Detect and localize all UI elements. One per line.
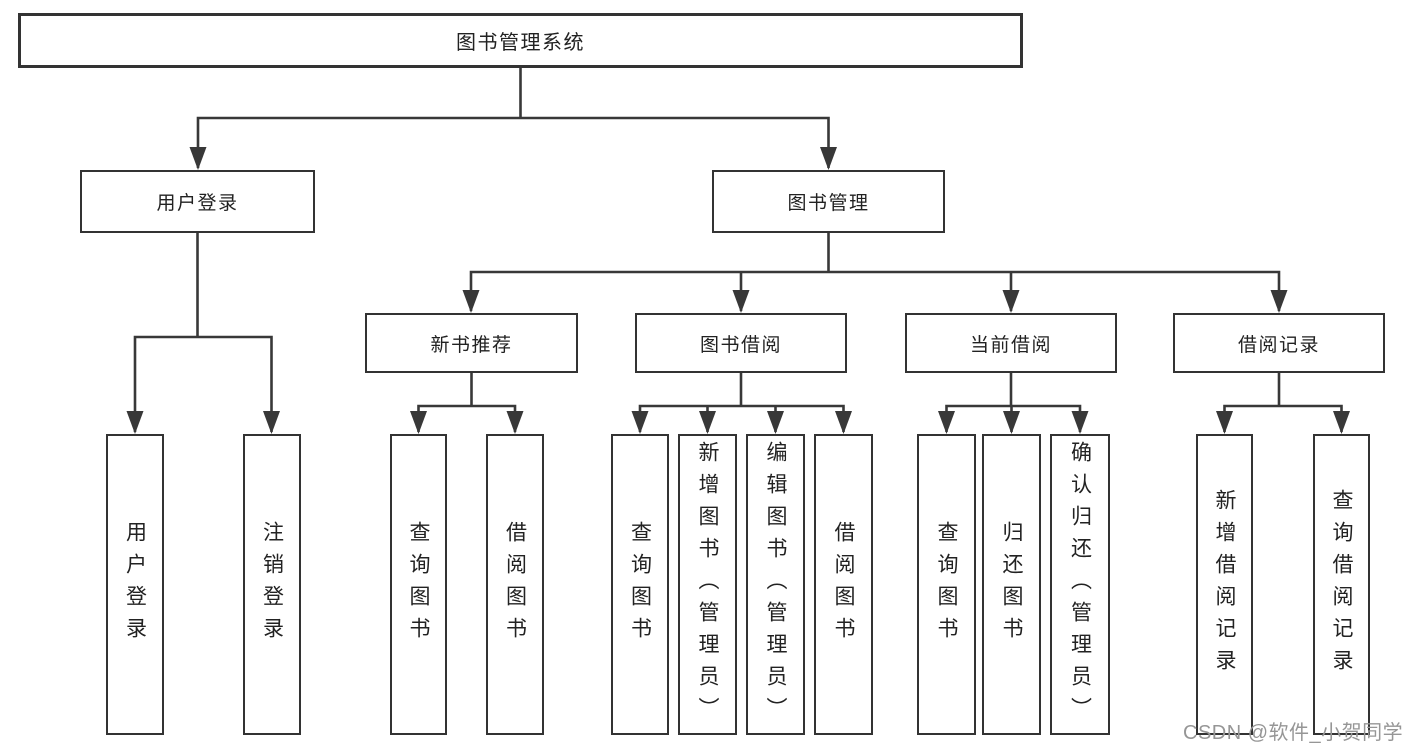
leaf-bb-borrow-books: 借阅图书 <box>814 434 873 735</box>
connector-userlogin-rail <box>133 335 273 432</box>
node-label: 查询图书 <box>407 520 430 649</box>
leaf-bb-add-books-admin: 新增图书（管理员） <box>678 434 737 735</box>
node-borrow-records: 借阅记录 <box>1173 313 1385 373</box>
connector-newbook-rail <box>417 404 517 432</box>
node-label: 查询借阅记录 <box>1330 488 1353 681</box>
leaf-br-add-record: 新增借阅记录 <box>1196 434 1253 735</box>
arrow-down-icon <box>699 411 716 434</box>
node-label: 确认归还（管理员） <box>1068 440 1092 729</box>
node-label: 借阅图书 <box>832 520 855 649</box>
node-book-management: 图书管理 <box>712 170 945 233</box>
node-label: 注销登录 <box>260 520 284 649</box>
arrow-down-icon <box>835 411 852 434</box>
node-user-login: 用户登录 <box>80 170 315 233</box>
arrow-down-icon <box>820 147 837 170</box>
csdn-watermark: CSDN @软件_小贺同学 <box>1183 722 1404 744</box>
arrow-down-icon <box>1003 411 1020 434</box>
node-label: 新书推荐 <box>430 334 513 356</box>
arrow-down-icon <box>1002 290 1020 313</box>
node-label: 查询图书 <box>628 520 652 649</box>
arrowheads <box>126 147 1350 434</box>
arrow-down-icon <box>263 411 280 434</box>
connector-records-rail <box>1223 404 1343 432</box>
arrow-down-icon <box>938 411 955 434</box>
arrow-down-icon <box>732 290 750 313</box>
node-label: 图书管理 <box>787 193 870 214</box>
leaf-user-login: 用户登录 <box>106 434 164 735</box>
node-label: 查询图书 <box>935 520 958 649</box>
arrow-down-icon <box>410 411 427 434</box>
node-label: 编辑图书（管理员） <box>764 440 787 729</box>
node-label: 图书管理系统 <box>456 32 585 54</box>
arrow-down-icon <box>506 411 524 434</box>
arrow-down-icon <box>126 411 144 434</box>
node-new-book-recommend: 新书推荐 <box>365 313 578 373</box>
connector-level3-rail <box>469 270 1281 311</box>
leaf-cb-query-books: 查询图书 <box>917 434 976 735</box>
leaf-bb-query-books: 查询图书 <box>611 434 669 735</box>
node-label: 归还图书 <box>1000 520 1023 649</box>
node-label: 当前借阅 <box>969 334 1052 356</box>
arrow-down-icon <box>462 290 480 313</box>
node-root-library-system: 图书管理系统 <box>18 13 1023 68</box>
leaf-logout: 注销登录 <box>243 434 301 735</box>
node-label: 用户登录 <box>123 520 147 649</box>
node-label: 用户登录 <box>156 193 239 214</box>
leaf-nr-query-books: 查询图书 <box>390 434 447 735</box>
connector-level2-rail <box>196 116 830 168</box>
node-label: 借阅记录 <box>1237 334 1320 356</box>
arrow-down-icon <box>631 411 649 434</box>
node-current-borrow: 当前借阅 <box>905 313 1117 373</box>
node-label: 新增借阅记录 <box>1213 488 1236 681</box>
leaf-nr-borrow-books: 借阅图书 <box>486 434 544 735</box>
leaf-bb-edit-books-admin: 编辑图书（管理员） <box>746 434 805 735</box>
arrow-down-icon <box>1270 290 1288 313</box>
node-label: 借阅图书 <box>503 520 527 649</box>
arrow-down-icon <box>767 411 784 434</box>
arrow-down-icon <box>1333 411 1350 434</box>
leaf-br-query-record: 查询借阅记录 <box>1313 434 1370 735</box>
node-label: 新增图书（管理员） <box>696 440 719 729</box>
connector-bookborrow-rail <box>638 404 845 432</box>
node-label: 图书借阅 <box>699 334 782 356</box>
arrow-down-icon <box>1216 411 1233 434</box>
arrow-down-icon <box>1071 411 1089 434</box>
arrow-down-icon <box>189 147 207 170</box>
leaf-cb-return-books: 归还图书 <box>982 434 1041 735</box>
leaf-cb-confirm-return-admin: 确认归还（管理员） <box>1050 434 1110 735</box>
node-book-borrow: 图书借阅 <box>635 313 847 373</box>
